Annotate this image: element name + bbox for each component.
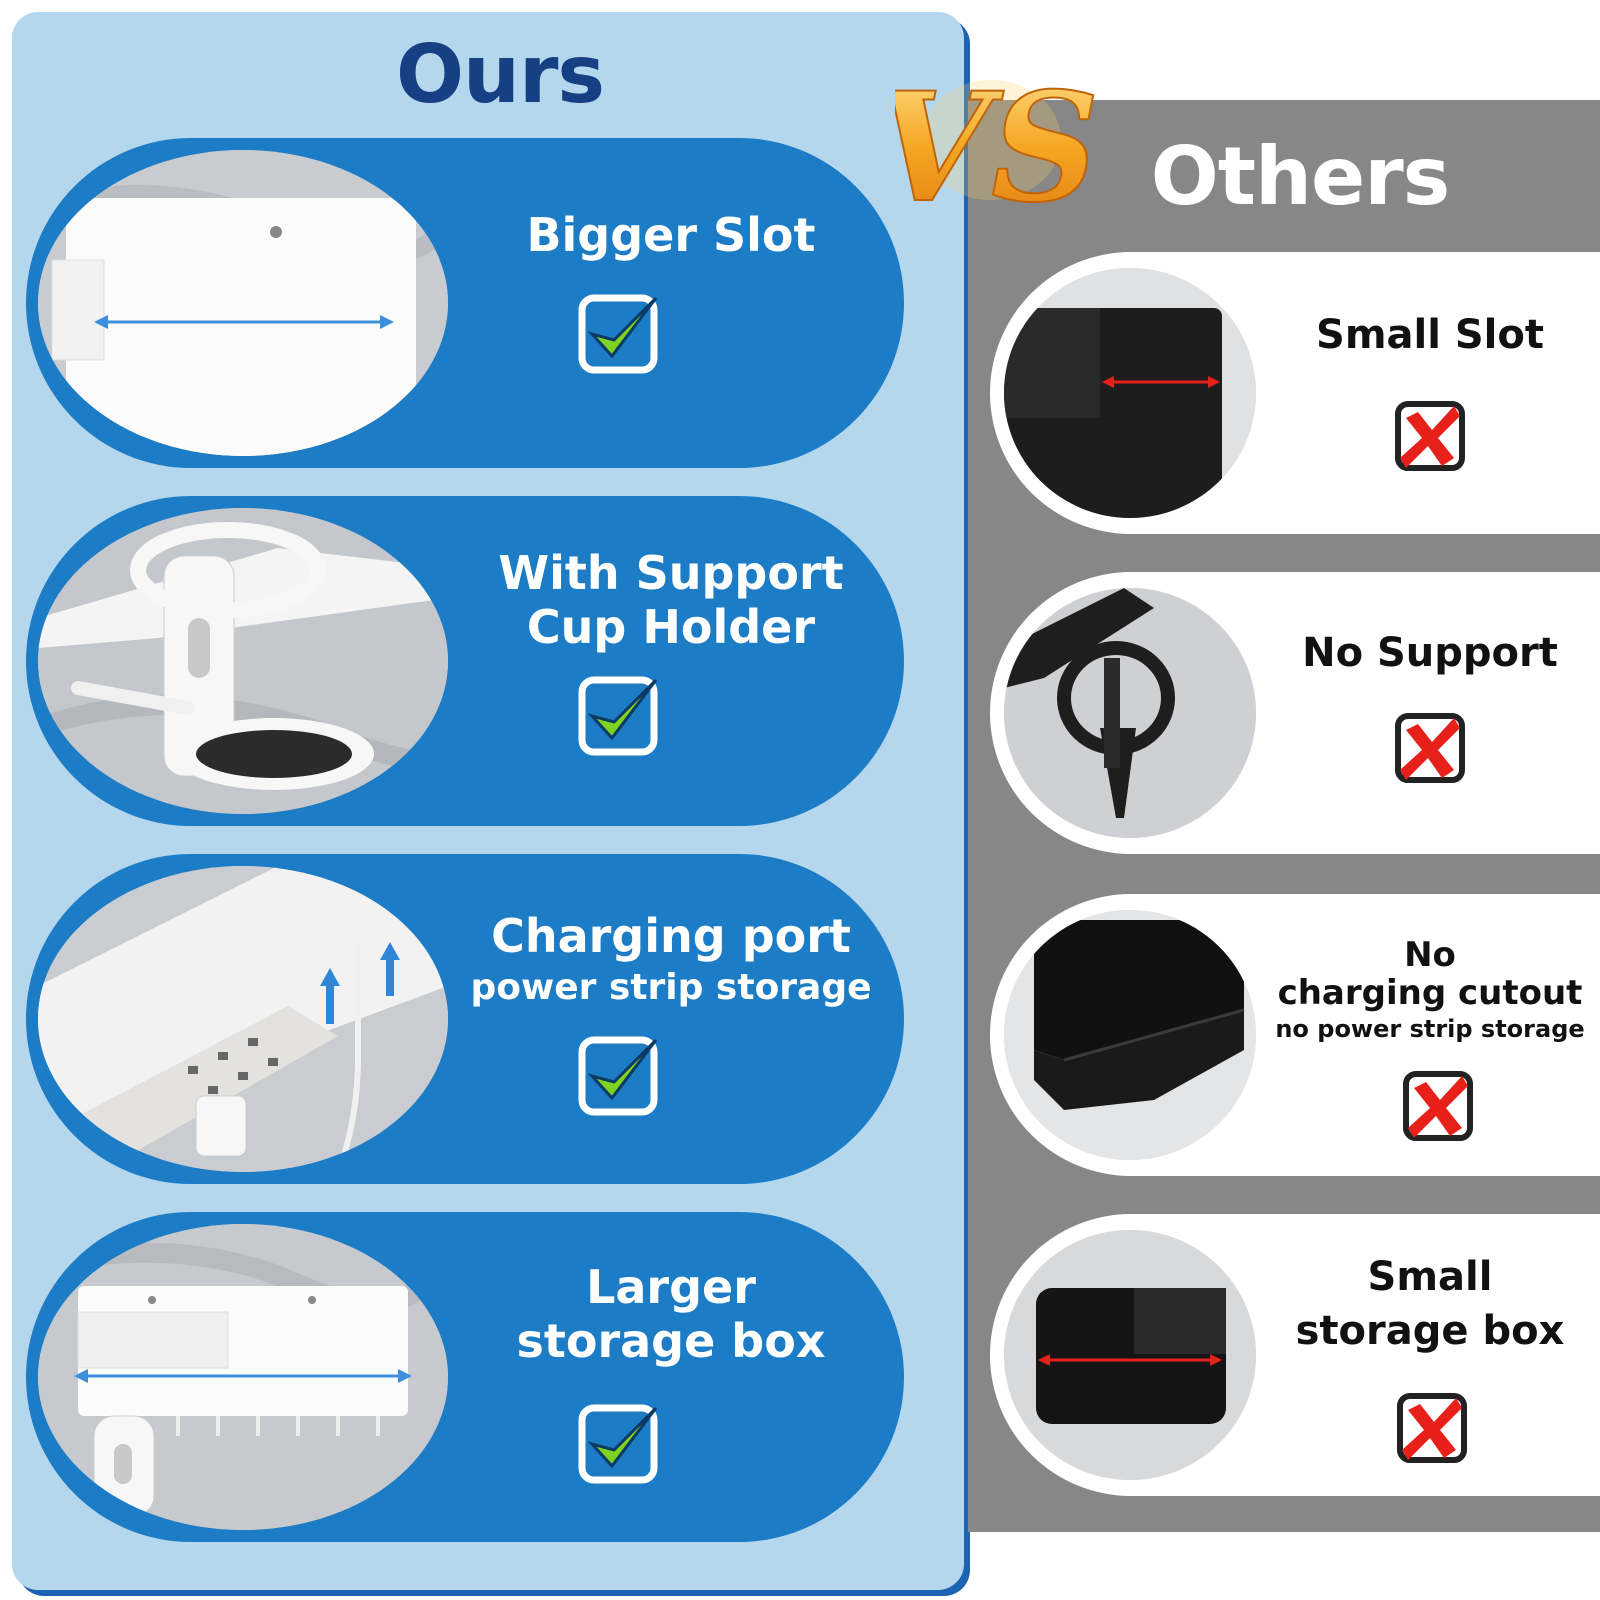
ours-feature-charging-port: Charging port power strip storage — [26, 854, 904, 1184]
vs-label: VS — [895, 60, 1095, 236]
check-icon — [578, 1036, 658, 1116]
check-icon — [578, 294, 658, 374]
check-icon — [578, 676, 658, 756]
check-icon — [578, 1404, 658, 1484]
bigger-slot-label: Bigger Slot — [526, 208, 816, 262]
cup-holder-label: With Support Cup Holder — [498, 546, 844, 654]
others-title: Others — [1150, 130, 1451, 223]
x-icon — [1395, 401, 1465, 471]
others-feature-small-slot: Small Slot — [990, 252, 1600, 534]
charging-port-label: Charging port power strip storage — [470, 909, 872, 1008]
no-support-label: No Support — [1302, 630, 1558, 676]
charging-port-photo — [38, 866, 448, 1172]
vs-badge: VS — [895, 59, 1095, 237]
small-slot-label: Small Slot — [1316, 312, 1544, 358]
x-icon — [1395, 713, 1465, 783]
no-support-photo — [1004, 588, 1256, 838]
bigger-slot-photo — [38, 150, 448, 456]
others-feature-no-support: No Support — [990, 572, 1600, 854]
others-feature-no-charging-cutout: No charging cutout no power strip storag… — [990, 894, 1600, 1176]
small-slot-photo — [1004, 268, 1256, 518]
ours-title: Ours — [395, 28, 605, 121]
others-feature-small-storage-box: Small storage box — [990, 1214, 1600, 1496]
ours-feature-bigger-slot: Bigger Slot — [26, 138, 904, 468]
no-charging-cutout-label: No charging cutout no power strip storag… — [1275, 935, 1585, 1043]
small-storage-box-photo — [1004, 1230, 1256, 1480]
no-charging-cutout-photo — [1004, 910, 1256, 1160]
x-icon — [1397, 1393, 1467, 1463]
small-storage-box-label: Small storage box — [1295, 1254, 1565, 1354]
storage-box-label: Larger storage box — [516, 1260, 826, 1368]
cup-holder-photo — [38, 508, 448, 814]
storage-box-photo — [38, 1224, 448, 1530]
x-icon — [1403, 1071, 1473, 1141]
ours-feature-cup-holder: With Support Cup Holder — [26, 496, 904, 826]
ours-feature-storage-box: Larger storage box — [26, 1212, 904, 1542]
